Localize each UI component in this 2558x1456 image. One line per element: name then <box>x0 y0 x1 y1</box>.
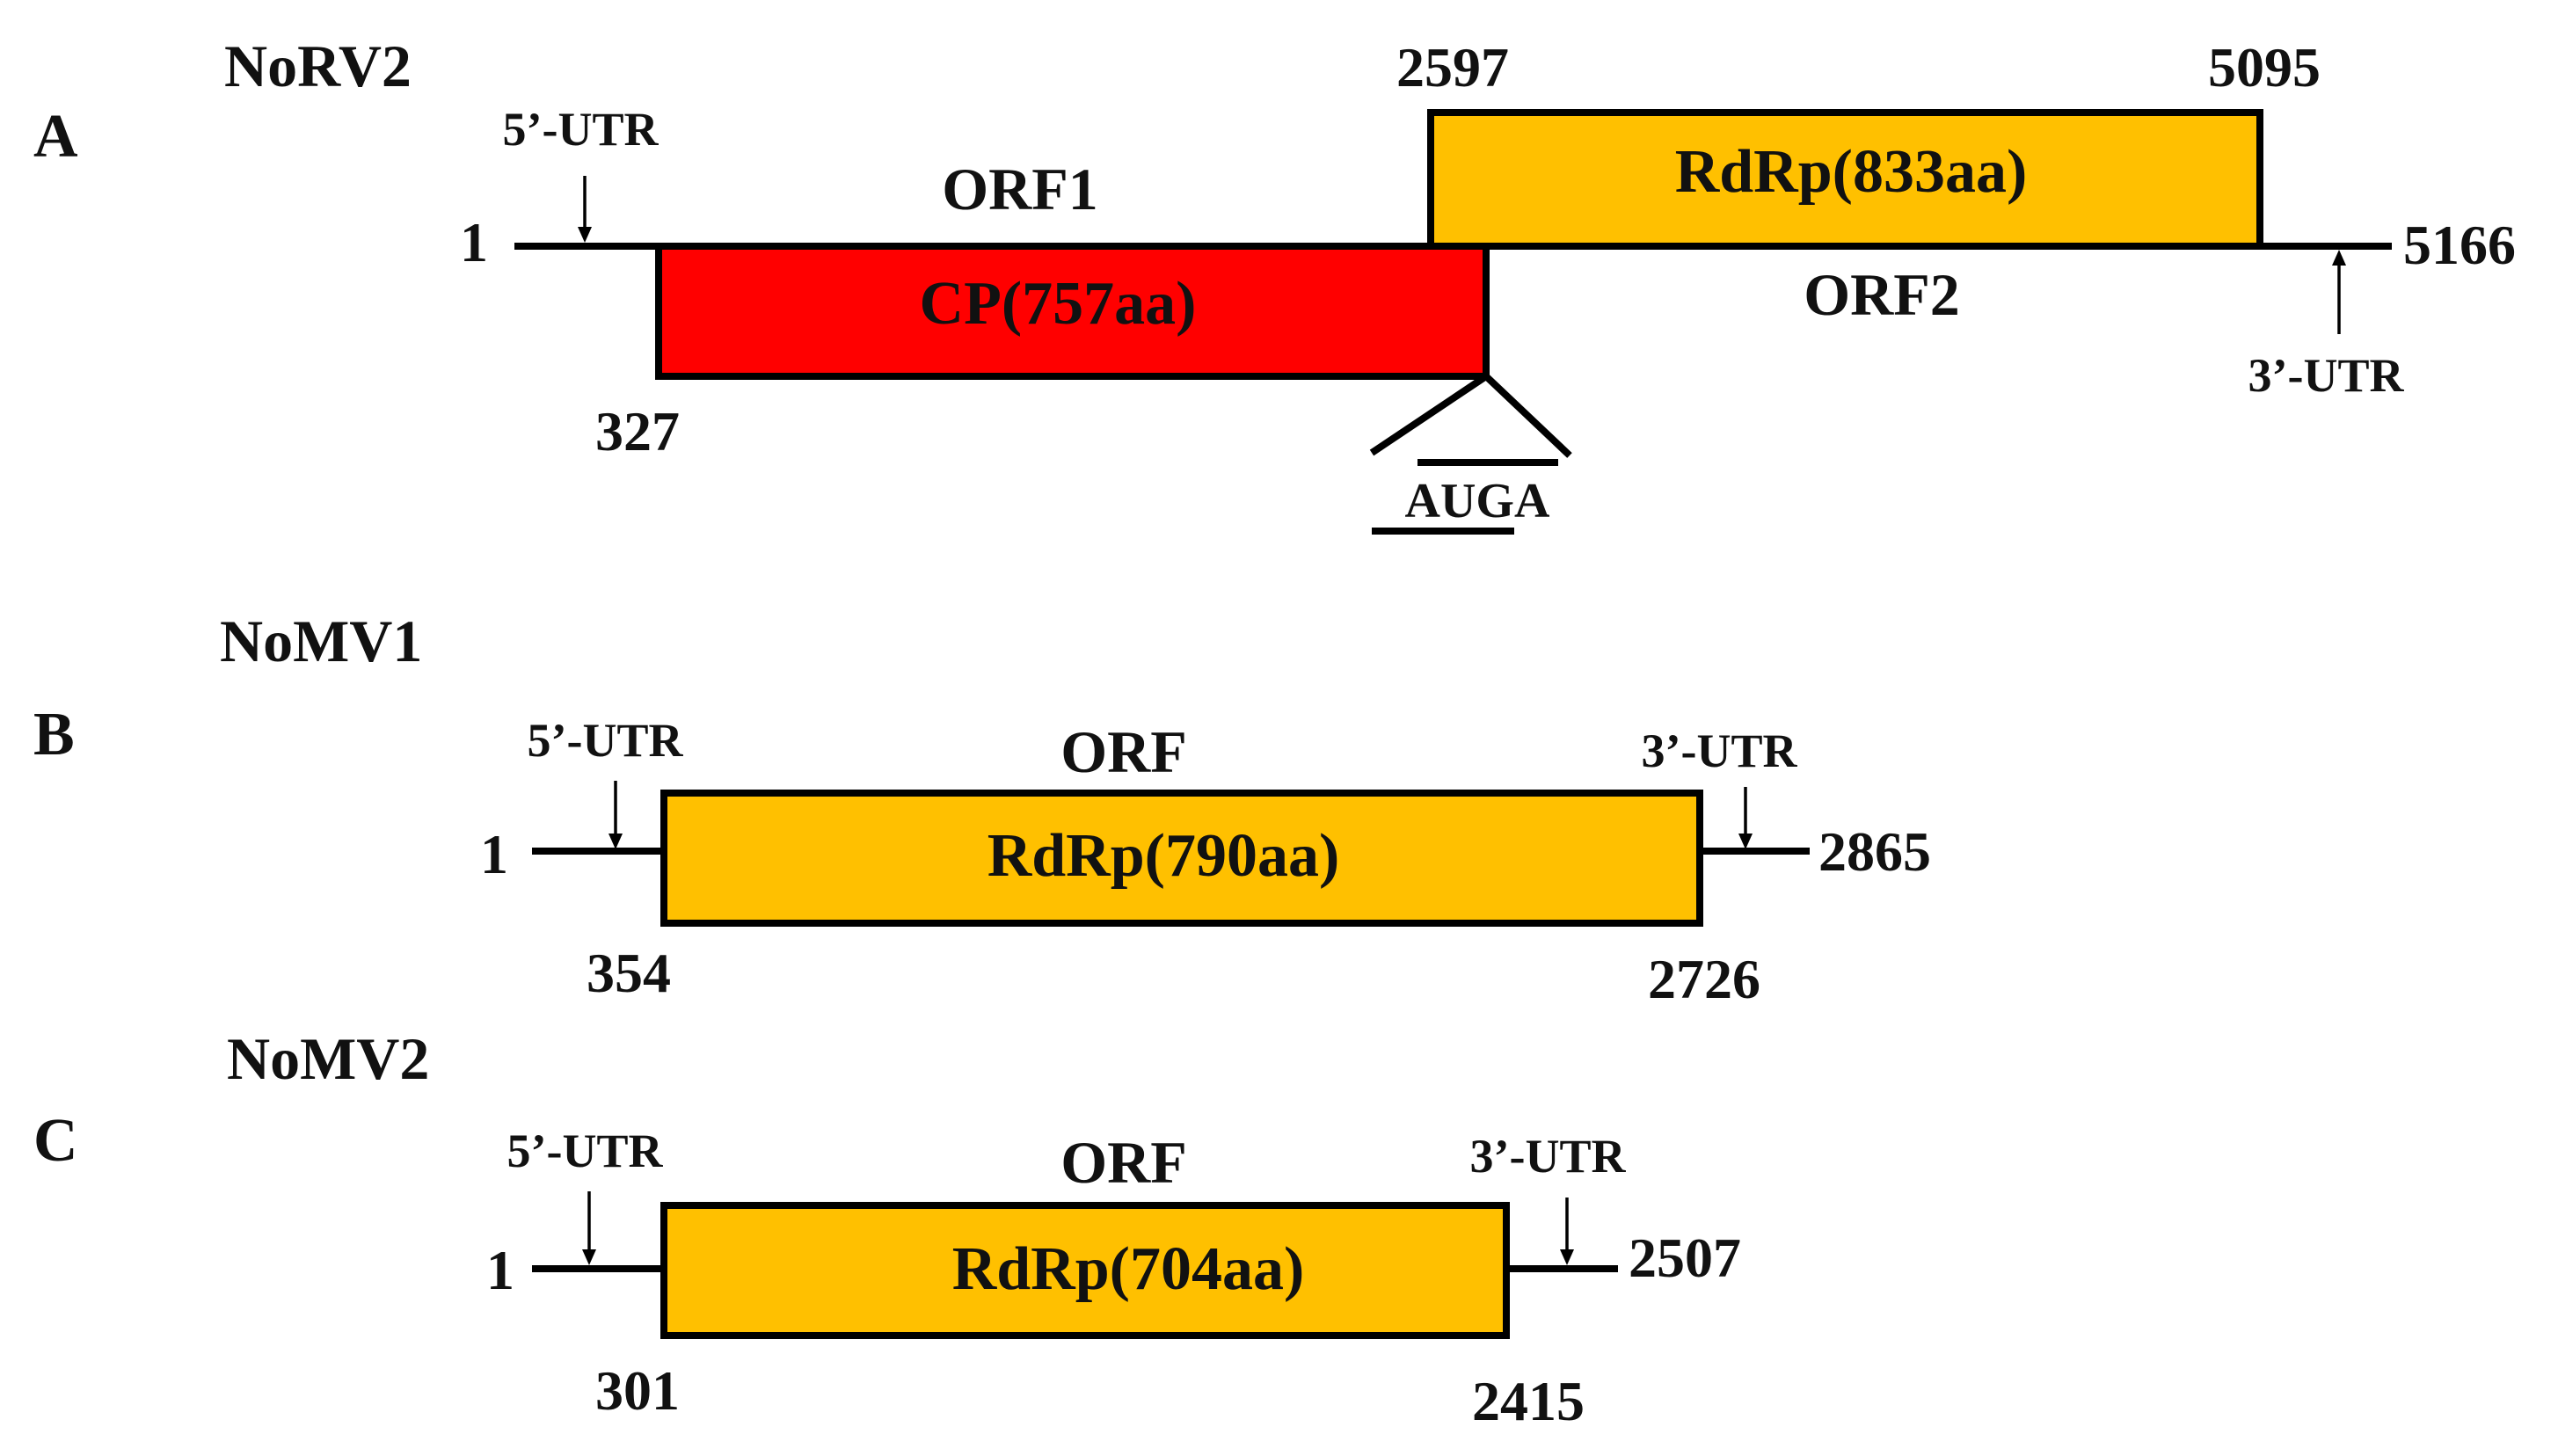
panel-c-virus-name: NoMV2 <box>227 1025 429 1092</box>
panel-b-orf-start: 354 <box>587 942 671 1004</box>
panel-c-rdrp-box <box>660 1202 1510 1339</box>
panel-a-letter: A <box>33 103 78 171</box>
panel-a-cp-start: 327 <box>595 400 680 462</box>
panel-a-cp-box <box>655 243 1490 380</box>
panel-a-rdrp-end: 5095 <box>2208 36 2321 98</box>
panel-c: NoMV2 C RdRp(704aa) ORF 1 2507 301 2415 … <box>33 1025 1741 1432</box>
panel-a-5utr-label: 5’-UTR <box>503 103 660 156</box>
panel-b-5utr-label: 5’-UTR <box>528 714 684 767</box>
panel-b-letter: B <box>33 701 75 768</box>
panel-b-orf-end: 2726 <box>1648 948 1760 1010</box>
panel-a-cp-label: CP(757aa) <box>920 270 1197 338</box>
panel-a-virus-name: NoRV2 <box>224 33 412 99</box>
panel-c-orf-end: 2415 <box>1472 1370 1585 1432</box>
panel-a: NoRV2 A RdRp(833aa) CP(757aa) ORF1 ORF2 … <box>33 33 2516 535</box>
panel-a-rdrp-label: RdRp(833aa) <box>1675 138 2028 206</box>
panel-a-auga-motif: AUGA <box>1405 474 1550 528</box>
panel-a-callout-right <box>1483 374 1572 458</box>
panel-c-rdrp-label: RdRp(704aa) <box>952 1235 1305 1303</box>
panel-c-letter: C <box>33 1107 78 1175</box>
panel-a-callout-left <box>1369 373 1489 456</box>
panel-a-3utr-arrowhead <box>2332 250 2346 266</box>
panel-b-3utr-arrowhead <box>1738 834 1753 849</box>
panel-b-genome-end: 2865 <box>1818 820 1931 883</box>
panel-c-genome-end: 2507 <box>1629 1227 1741 1289</box>
panel-c-orf-label: ORF <box>1060 1129 1187 1196</box>
panel-a-rdrp-box <box>1427 109 2263 250</box>
panel-b-5utr-arrowhead <box>609 834 623 849</box>
panel-b-rdrp-box <box>660 790 1703 927</box>
panel-c-3utr-arrowhead <box>1560 1249 1574 1265</box>
panel-b-3utr-label: 3’-UTR <box>1642 724 1798 777</box>
panel-a-orf1-label: ORF1 <box>942 156 1098 222</box>
panel-b-virus-name: NoMV1 <box>220 608 422 674</box>
panel-b: NoMV1 B RdRp(790aa) ORF 1 2865 354 2726 … <box>33 608 1931 1010</box>
panel-a-rdrp-start: 2597 <box>1396 36 1509 98</box>
panel-a-5utr-arrowhead <box>578 227 592 243</box>
panel-c-5utr-label: 5’-UTR <box>507 1125 664 1177</box>
panel-c-3utr-label: 3’-UTR <box>1470 1130 1627 1183</box>
panel-b-rdrp-label: RdRp(790aa) <box>987 822 1340 890</box>
panel-c-genome-start: 1 <box>486 1239 514 1301</box>
panel-a-genome-start: 1 <box>460 211 488 273</box>
panel-c-5utr-arrowhead <box>582 1249 596 1265</box>
panel-c-orf-start: 301 <box>595 1359 680 1422</box>
panel-a-3utr-label: 3’-UTR <box>2248 349 2405 402</box>
panel-a-orf2-label: ORF2 <box>1804 261 1960 328</box>
panel-b-orf-label: ORF <box>1060 718 1187 785</box>
panel-b-genome-start: 1 <box>480 823 508 885</box>
panel-a-genome-end: 5166 <box>2403 214 2516 276</box>
